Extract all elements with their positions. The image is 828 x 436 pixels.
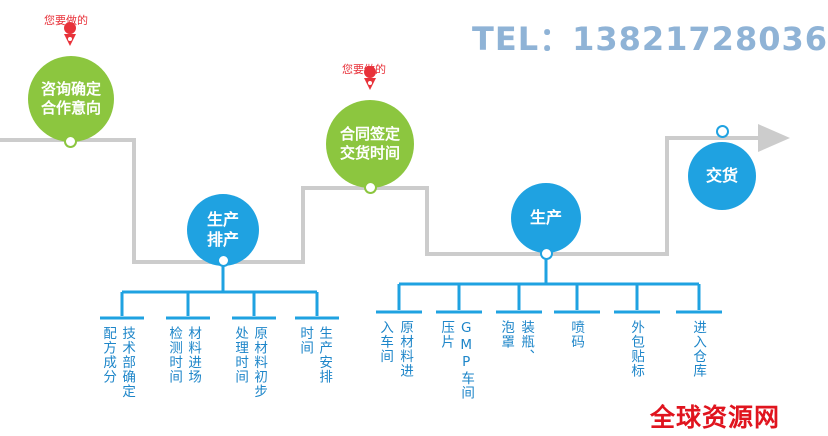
step-contract: 合同签定 交货时间	[326, 100, 414, 188]
schedule-item-1-col2: 技术部确定	[119, 326, 136, 399]
step-consult: 咨询确定 合作意向	[28, 56, 114, 142]
production-item-2-col2: GMP车间	[458, 320, 475, 400]
step-schedule-dot	[217, 254, 230, 267]
production-item-6: 进入仓库	[690, 320, 707, 378]
production-item-4: 喷码	[568, 320, 585, 349]
schedule-item-2-col2: 材料进场	[185, 326, 202, 384]
flow-arrow-head	[758, 124, 790, 152]
step-delivery-line1: 交货	[705, 166, 738, 185]
watermark-text: 全球资源网	[650, 403, 781, 432]
production-item-3-col1: 泡罩	[498, 320, 515, 349]
production-item-1-col2: 原材料进	[397, 320, 414, 378]
step-schedule: 生产 排产	[187, 194, 259, 266]
schedule-item-4-col1: 时间	[297, 326, 314, 355]
production-item-5: 外包贴标	[628, 320, 645, 378]
step-production-line1: 生产	[529, 208, 562, 227]
step-contract-dot	[364, 181, 377, 194]
step-consult-line1: 咨询确定	[40, 80, 101, 99]
step-delivery-dot	[716, 125, 729, 138]
step-production-dot	[540, 247, 553, 260]
schedule-item-1-col1: 配方成分	[100, 326, 117, 384]
schedule-item-3-col2: 原材料初步	[251, 326, 268, 399]
schedule-item-4-col2: 生产安排	[316, 326, 333, 384]
step-schedule-line2: 排产	[206, 230, 239, 249]
step-contract-line2: 交货时间	[339, 144, 400, 162]
location-pin-icon-1	[64, 22, 77, 46]
production-item-1-col1: 入车间	[377, 320, 394, 364]
phone-number: TEL：13821728036	[472, 20, 828, 58]
step-consult-line2: 合作意向	[40, 99, 101, 117]
step-production: 生产	[511, 183, 581, 253]
location-pin-icon-2	[364, 66, 377, 90]
schedule-item-3-col1: 处理时间	[232, 326, 249, 384]
schedule-item-2-col1: 检测时间	[166, 326, 183, 384]
step-note-contract: 您要做的	[342, 63, 386, 76]
step-note-consult: 您要做的	[44, 14, 88, 27]
production-item-3-col2: 装瓶、	[518, 320, 535, 364]
production-item-2-col1: 压片	[438, 320, 455, 349]
step-schedule-line1: 生产	[206, 210, 239, 229]
step-delivery: 交货	[688, 142, 756, 210]
step-consult-dot	[64, 135, 77, 148]
step-contract-line1: 合同签定	[339, 125, 400, 144]
